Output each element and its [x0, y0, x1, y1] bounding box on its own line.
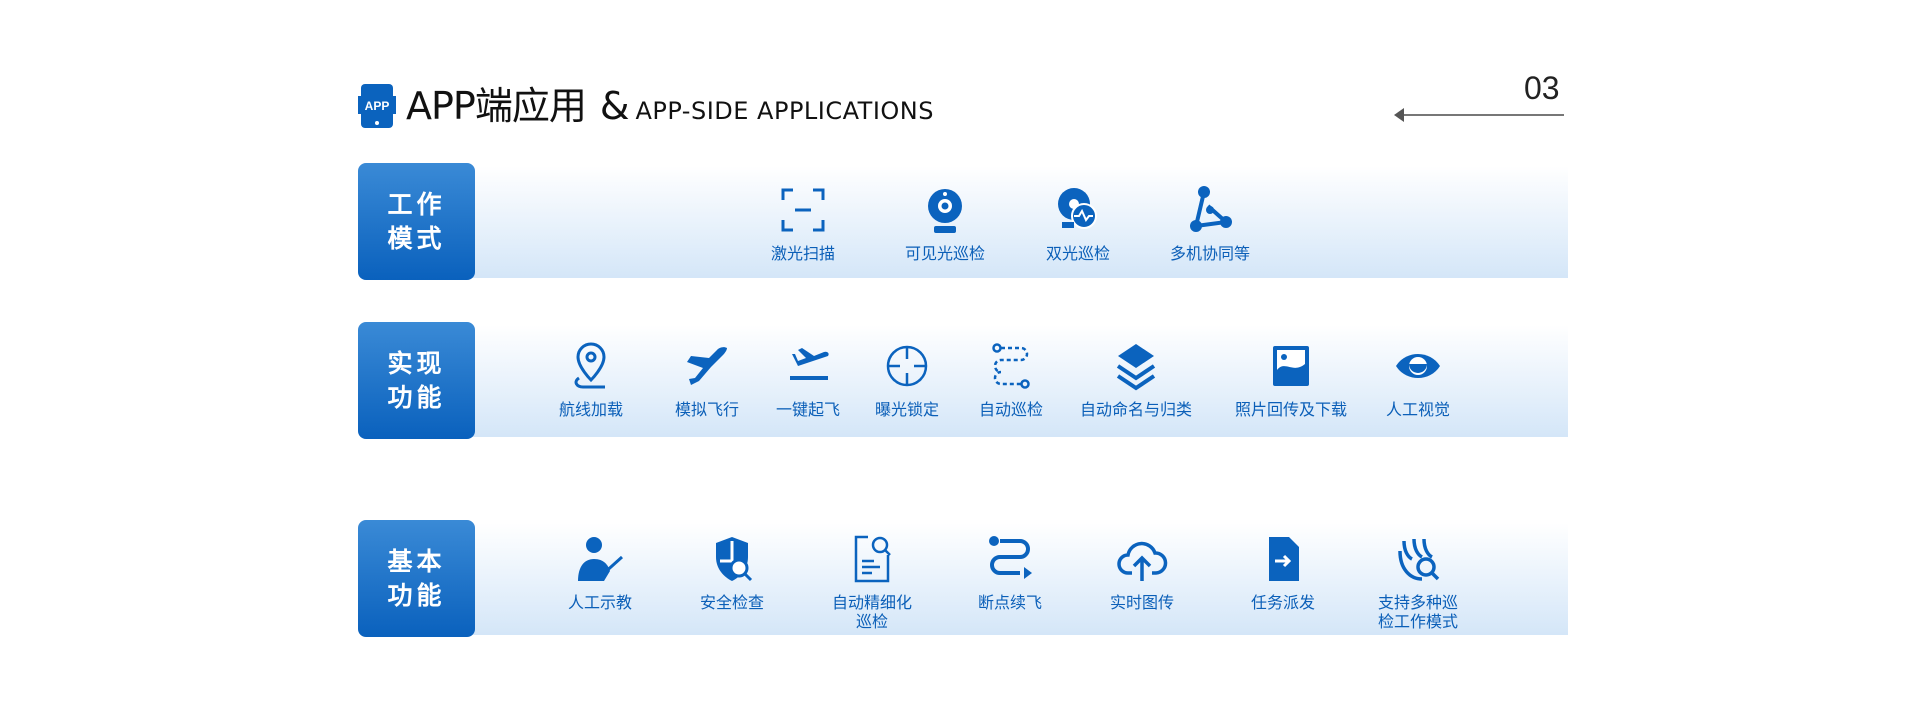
feature-item[interactable]: 自动精细化 巡检 [797, 533, 947, 631]
feature-label: 支持多种巡 检工作模式 [1377, 593, 1458, 631]
feature-item[interactable]: 任务派发 [1208, 533, 1358, 612]
feature-label: 照片回传及下载 [1234, 400, 1347, 419]
feature-label: 断点续飞 [977, 593, 1042, 612]
feature-item[interactable]: 激光扫描 [728, 184, 878, 263]
feature-label: 多机协同等 [1169, 244, 1250, 263]
app-phone-icon: APP [358, 84, 396, 128]
shield-search-icon [716, 537, 753, 582]
page-title: APP端应用 [406, 84, 587, 128]
feature-label: 人工视觉 [1385, 400, 1450, 419]
ampersand: & [599, 84, 630, 128]
route-icon [992, 343, 1030, 389]
svg-text:APP: APP [365, 99, 390, 113]
feature-item[interactable]: 实时图传 [1067, 533, 1217, 612]
feature-label: 模拟飞行 [674, 400, 739, 419]
resume-route-icon [989, 536, 1032, 579]
page-header: APP APP端应用 & APP-SIDE APPLICATIONS [358, 84, 934, 128]
feature-item[interactable]: 人工视觉 [1343, 340, 1493, 419]
feature-item[interactable]: 自动命名与归类 [1061, 340, 1211, 419]
patrol-modes-icon [1398, 538, 1440, 581]
section-row: 工作 模式激光扫描 可见光巡检 双光巡检 多机协同等 [358, 163, 1568, 280]
section-label: 基本 功能 [358, 520, 475, 637]
feature-item[interactable]: 安全检查 [657, 533, 807, 612]
feature-item[interactable]: 多机协同等 [1135, 184, 1285, 263]
feature-item[interactable]: 可见光巡检 [870, 184, 1020, 263]
feature-label: 一键起飞 [775, 400, 840, 419]
section-row: 实现 功能航线加载 模拟飞行 一键起飞 曝光锁定 自动巡检 自动命名与归类 照片回传及下载 人… [358, 322, 1568, 439]
feature-label: 自动命名与归类 [1079, 400, 1192, 419]
document-search-icon [854, 535, 891, 583]
section-label: 工作 模式 [358, 163, 475, 280]
location-pin-icon [574, 342, 606, 389]
section-label: 实现 功能 [358, 322, 475, 439]
camera-icon [928, 189, 962, 233]
cloud-upload-icon [1117, 541, 1168, 581]
feature-item[interactable]: 断点续飞 [935, 533, 1085, 612]
feature-label: 航线加载 [558, 400, 623, 419]
feature-label: 实时图传 [1109, 593, 1174, 612]
takeoff-icon [790, 348, 829, 380]
plane-icon [687, 347, 727, 385]
feature-label: 可见光巡检 [904, 244, 985, 263]
dual-camera-icon [1058, 188, 1097, 229]
photo-icon [1273, 346, 1309, 386]
section-band [468, 325, 1568, 437]
feature-item[interactable]: 双光巡检 [1003, 184, 1153, 263]
feature-item[interactable]: 航线加载 [516, 340, 666, 419]
feature-item[interactable]: 曝光锁定 [832, 340, 982, 419]
page-number: 03 [1524, 70, 1560, 106]
teacher-icon [578, 537, 624, 581]
feature-label: 曝光锁定 [874, 400, 939, 419]
page-subtitle: APP-SIDE APPLICATIONS [635, 97, 934, 125]
feature-item[interactable]: 自动巡检 [936, 340, 1086, 419]
section-row: 基本 功能人工示教 安全检查 自动精细化 巡检 断点续飞 实时图传 任务派发 支持多种巡 检… [358, 520, 1568, 637]
feature-label: 自动精细化 巡检 [831, 593, 912, 631]
feature-item[interactable]: 支持多种巡 检工作模式 [1343, 533, 1493, 631]
feature-label: 双光巡检 [1045, 244, 1110, 263]
section-band [468, 166, 1568, 278]
feature-item[interactable]: 照片回传及下载 [1216, 340, 1366, 419]
crosshair-icon [886, 345, 928, 387]
feature-item[interactable]: 模拟飞行 [632, 340, 782, 419]
scan-icon [781, 188, 825, 232]
layers-icon [1116, 344, 1156, 391]
eye-icon [1396, 354, 1440, 378]
back-arrow-icon[interactable] [1394, 108, 1564, 122]
feature-label: 激光扫描 [770, 244, 835, 263]
feature-label: 任务派发 [1250, 593, 1315, 612]
file-send-icon [1269, 537, 1299, 581]
feature-label: 自动巡检 [978, 400, 1043, 419]
feature-label: 安全检查 [699, 593, 764, 612]
feature-item[interactable]: 一键起飞 [733, 340, 883, 419]
feature-item[interactable]: 人工示教 [525, 533, 675, 612]
network-icon [1190, 186, 1232, 232]
feature-label: 人工示教 [567, 593, 632, 612]
